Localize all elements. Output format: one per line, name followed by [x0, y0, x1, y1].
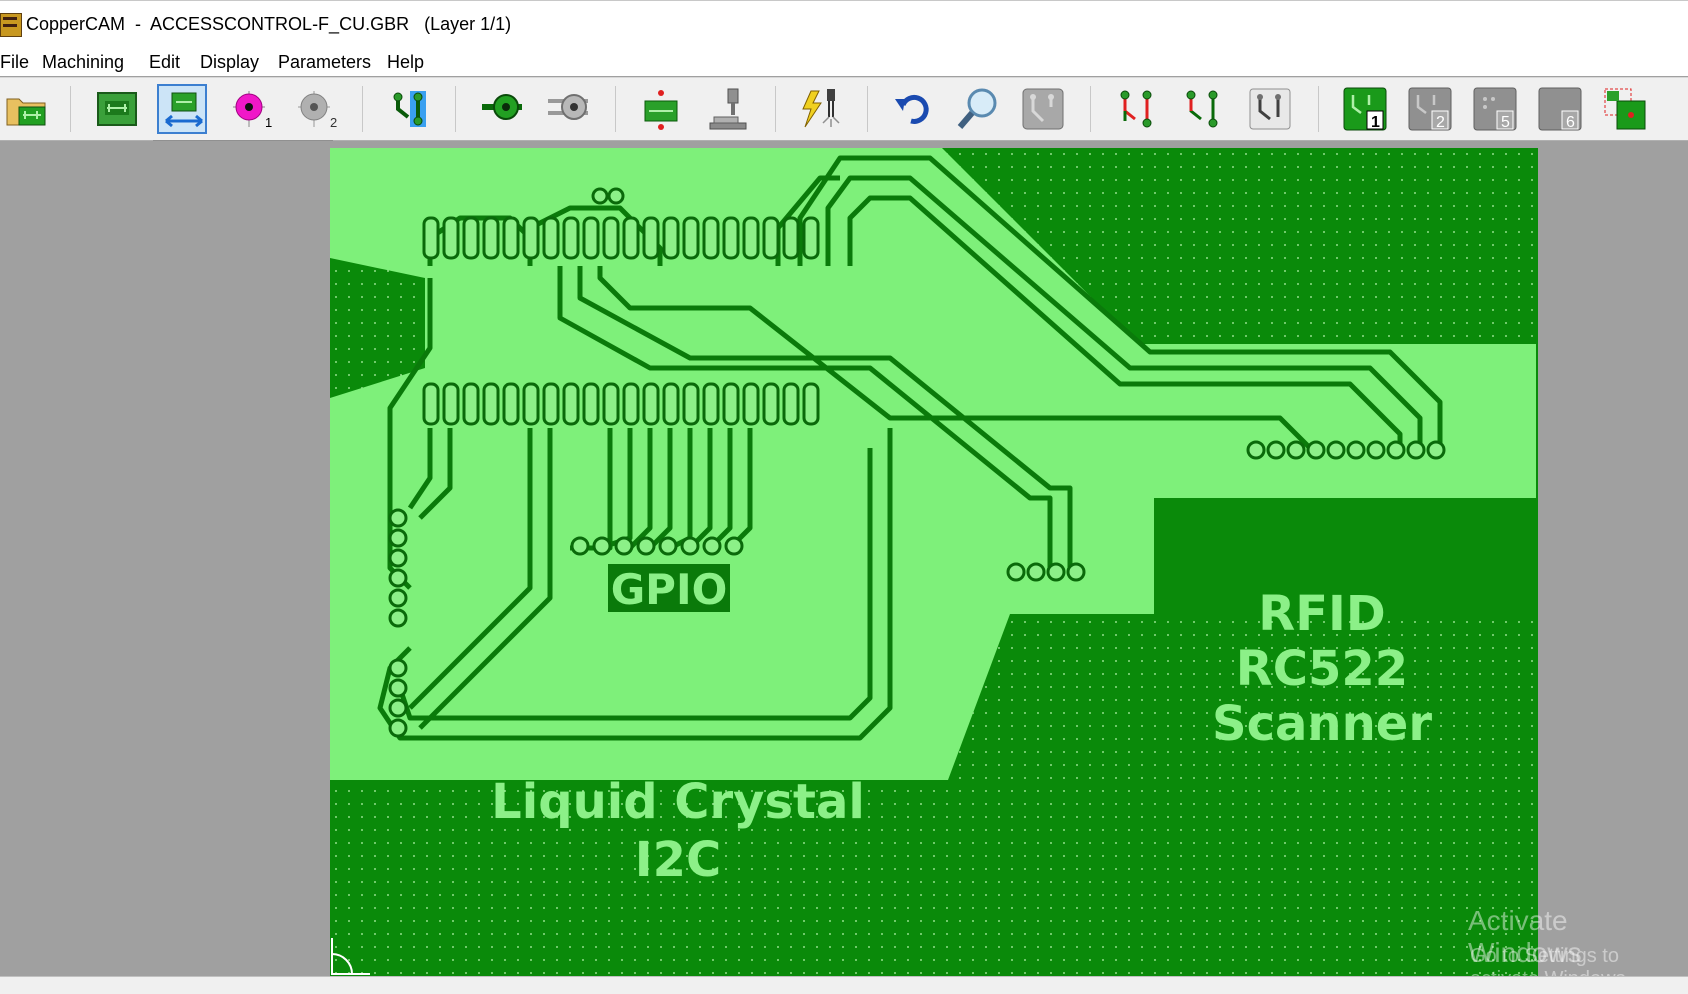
layer-5-number: 5 — [1501, 114, 1510, 131]
pcb-board-icon — [97, 92, 137, 126]
lightning-mill-icon — [802, 89, 840, 128]
layer-6-button[interactable]: 6 — [1535, 84, 1585, 134]
zoom-button[interactable] — [953, 84, 1003, 134]
red-route-icon-1 — [1120, 90, 1152, 128]
menu-file[interactable]: File — [0, 52, 30, 72]
mill-tool-button[interactable] — [703, 84, 753, 134]
origin-button[interactable] — [1600, 84, 1650, 134]
route-right-button[interactable] — [1178, 84, 1228, 134]
header-top-row — [422, 216, 820, 260]
drill-pad-magenta-icon: 1 — [233, 91, 272, 130]
menu-edit[interactable]: Edit — [149, 52, 181, 72]
layer-6-icon: 6 — [1538, 87, 1582, 131]
lcd-label-line2: I2C — [635, 832, 721, 888]
main-toolbar — [0, 77, 1688, 141]
reference-board-icon — [644, 90, 678, 130]
layer-2-number: 2 — [1436, 114, 1445, 131]
open-file-button[interactable] — [2, 84, 52, 134]
menu-display[interactable]: Display — [200, 52, 260, 72]
layer-1-number: 1 — [1371, 114, 1380, 131]
layer-5-button[interactable]: 5 — [1470, 84, 1520, 134]
route-left-button[interactable] — [1112, 84, 1162, 134]
board-resize-icon — [165, 92, 203, 128]
red-route-icon-2 — [1186, 90, 1218, 128]
pad-trace-icon — [482, 94, 522, 120]
window-title: CopperCAM - ACCESSCONTROL-F_CU.GBR (Laye… — [26, 14, 512, 34]
route-grey-button[interactable] — [1245, 84, 1295, 134]
track-select-icon — [393, 91, 426, 127]
status-bar — [0, 976, 1688, 994]
header-bottom-row — [422, 382, 820, 426]
layer-2-button[interactable]: 2 — [1405, 84, 1455, 134]
contour-button[interactable] — [543, 84, 593, 134]
origin-marker — [331, 938, 370, 975]
open-folder-icon — [6, 98, 46, 126]
milling-machine-icon — [709, 88, 747, 130]
menu-parameters[interactable]: Parameters — [278, 52, 372, 72]
rfid-label-line1: RFID — [1258, 586, 1385, 642]
rfid-label-line2: RC522 — [1236, 641, 1408, 697]
pad-number-2: 2 — [330, 115, 337, 130]
board-dimensions-button[interactable] — [157, 84, 207, 134]
layer-1-icon: 1 — [1343, 87, 1387, 131]
undo-arrow-icon — [895, 94, 929, 124]
activate-windows-watermark: Activate Windows — [1468, 905, 1582, 968]
lcd-label-line1: Liquid Crystal — [491, 774, 865, 830]
menu-help[interactable]: Help — [387, 52, 425, 72]
pad-button[interactable] — [477, 84, 527, 134]
undo-button[interactable] — [888, 84, 938, 134]
gpio-label: GPIO — [611, 565, 728, 614]
layer-5-icon: 5 — [1473, 87, 1517, 131]
pad-number-1: 1 — [265, 115, 272, 130]
menu-bar — [0, 48, 1688, 76]
pad-drill-1-button[interactable]: 1 — [226, 84, 276, 134]
layer-2-icon: 2 — [1408, 87, 1452, 131]
grey-route-icon — [1249, 88, 1291, 130]
title-bar: CopperCAM - ACCESSCONTROL-F_CU.GBR (Laye… — [0, 0, 1688, 49]
rfid-label-line3: Scanner — [1212, 696, 1432, 752]
board-outline-button[interactable] — [1018, 84, 1068, 134]
board-view-button[interactable] — [92, 84, 142, 134]
calculate-contours-button[interactable] — [796, 84, 846, 134]
layer-1-button[interactable]: 1 — [1340, 84, 1390, 134]
reference-pad-button[interactable] — [638, 84, 688, 134]
origin-board-icon — [1604, 88, 1646, 130]
select-track-button[interactable] — [385, 84, 435, 134]
gpio-label-box — [608, 564, 730, 612]
contour-grey-icon — [548, 94, 588, 120]
coppercam-app-icon[interactable] — [0, 13, 22, 37]
layer-6-number: 6 — [1566, 114, 1575, 131]
menu-machining[interactable]: Machining — [42, 52, 125, 72]
round-pads — [388, 187, 1446, 738]
pcb-board[interactable]: GPIO Liquid Crystal I2C RFID RC522 Scann… — [330, 148, 1538, 976]
grey-board-icon — [1022, 88, 1064, 130]
magnifier-icon — [957, 88, 997, 129]
drill-pad-grey-icon: 2 — [298, 91, 337, 130]
pad-drill-2-button[interactable]: 2 — [291, 84, 341, 134]
